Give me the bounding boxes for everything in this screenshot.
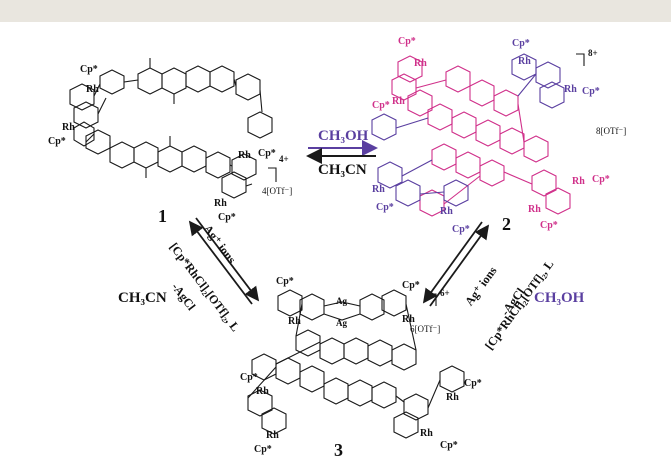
c2-rh-2: Rh xyxy=(392,96,405,107)
c1-cp-right: Cp* xyxy=(258,148,276,159)
c2-cp-7: Cp* xyxy=(592,174,610,185)
c3-cp-bottom-left: Cp* xyxy=(254,444,272,455)
c3-rh-left: Rh xyxy=(256,386,269,397)
compound-2-number: 2 xyxy=(502,214,511,234)
c2-cp-6: Cp* xyxy=(452,224,470,235)
top-forward-solvent: CH₃OH xyxy=(318,128,369,144)
c3-cp-top-left: Cp* xyxy=(276,276,294,287)
compound-1-number: 1 xyxy=(158,206,167,226)
c3-rh-bottom-right: Rh xyxy=(420,428,433,439)
c1-cp-bottom: Cp* xyxy=(218,212,236,223)
c2-rh-8: Rh xyxy=(528,204,541,215)
top-banner-bar xyxy=(0,0,671,22)
c2-rh-1: Rh xyxy=(414,58,427,69)
left-up-arrow xyxy=(188,220,253,305)
c2-cp-3: Cp* xyxy=(512,38,530,49)
c3-ag-top: Ag xyxy=(336,296,347,306)
c3-rh-right: Rh xyxy=(446,392,459,403)
c2-rh-5: Rh xyxy=(372,184,385,195)
c3-rh-bottom-left: Rh xyxy=(266,430,279,441)
c1-rh-bottom: Rh xyxy=(214,198,227,209)
c3-cp-top-right: Cp* xyxy=(402,280,420,291)
c3-cp-left: Cp* xyxy=(240,372,258,383)
compound-1-structure xyxy=(69,58,273,199)
compound-3-number: 3 xyxy=(334,440,343,460)
c2-charge: 8+ xyxy=(588,48,598,58)
c2-rh-7: Rh xyxy=(572,176,585,187)
c3-rh-top-right: Rh xyxy=(402,314,415,325)
right-down-arrow xyxy=(422,221,483,304)
c2-rh-4: Rh xyxy=(564,84,577,95)
c1-rh-top: Rh xyxy=(86,84,99,95)
c2-rh-6: Rh xyxy=(440,206,453,217)
c1-cp-top: Cp* xyxy=(80,64,98,75)
top-backward-solvent: CH₃CN xyxy=(318,162,367,178)
c3-ag-bottom: Ag xyxy=(336,318,347,328)
c3-cp-right: Cp* xyxy=(464,378,482,389)
left-down-arrow xyxy=(195,217,260,302)
c2-cp-1: Cp* xyxy=(398,36,416,47)
c1-charge: 4+ xyxy=(279,154,289,164)
c2-rh-3: Rh xyxy=(518,56,531,67)
c2-counterion: 8[OTf⁻] xyxy=(596,126,627,136)
c1-cp-left: Cp* xyxy=(48,136,66,147)
c2-cp-4: Cp* xyxy=(582,86,600,97)
c2-cp-2: Cp* xyxy=(372,100,390,111)
c1-rh-left: Rh xyxy=(62,122,75,133)
c1-counterion: 4[OTf⁻] xyxy=(262,186,293,196)
right-up-arrow xyxy=(429,224,490,307)
c2-cp-5: Cp* xyxy=(376,202,394,213)
c3-cp-bottom-right: Cp* xyxy=(440,440,458,451)
c1-rh-right: Rh xyxy=(238,150,251,161)
left-solvent: CH₃CN xyxy=(118,290,167,306)
c3-counterion: 6[OTf⁻] xyxy=(410,324,441,334)
compound-2-structure xyxy=(371,53,571,217)
c2-cp-8: Cp* xyxy=(540,220,558,231)
right-solvent: CH₃OH xyxy=(534,290,585,306)
compound-3-structure xyxy=(247,289,465,439)
c3-rh-top-left: Rh xyxy=(288,316,301,327)
c3-charge: 6+ xyxy=(440,288,450,298)
